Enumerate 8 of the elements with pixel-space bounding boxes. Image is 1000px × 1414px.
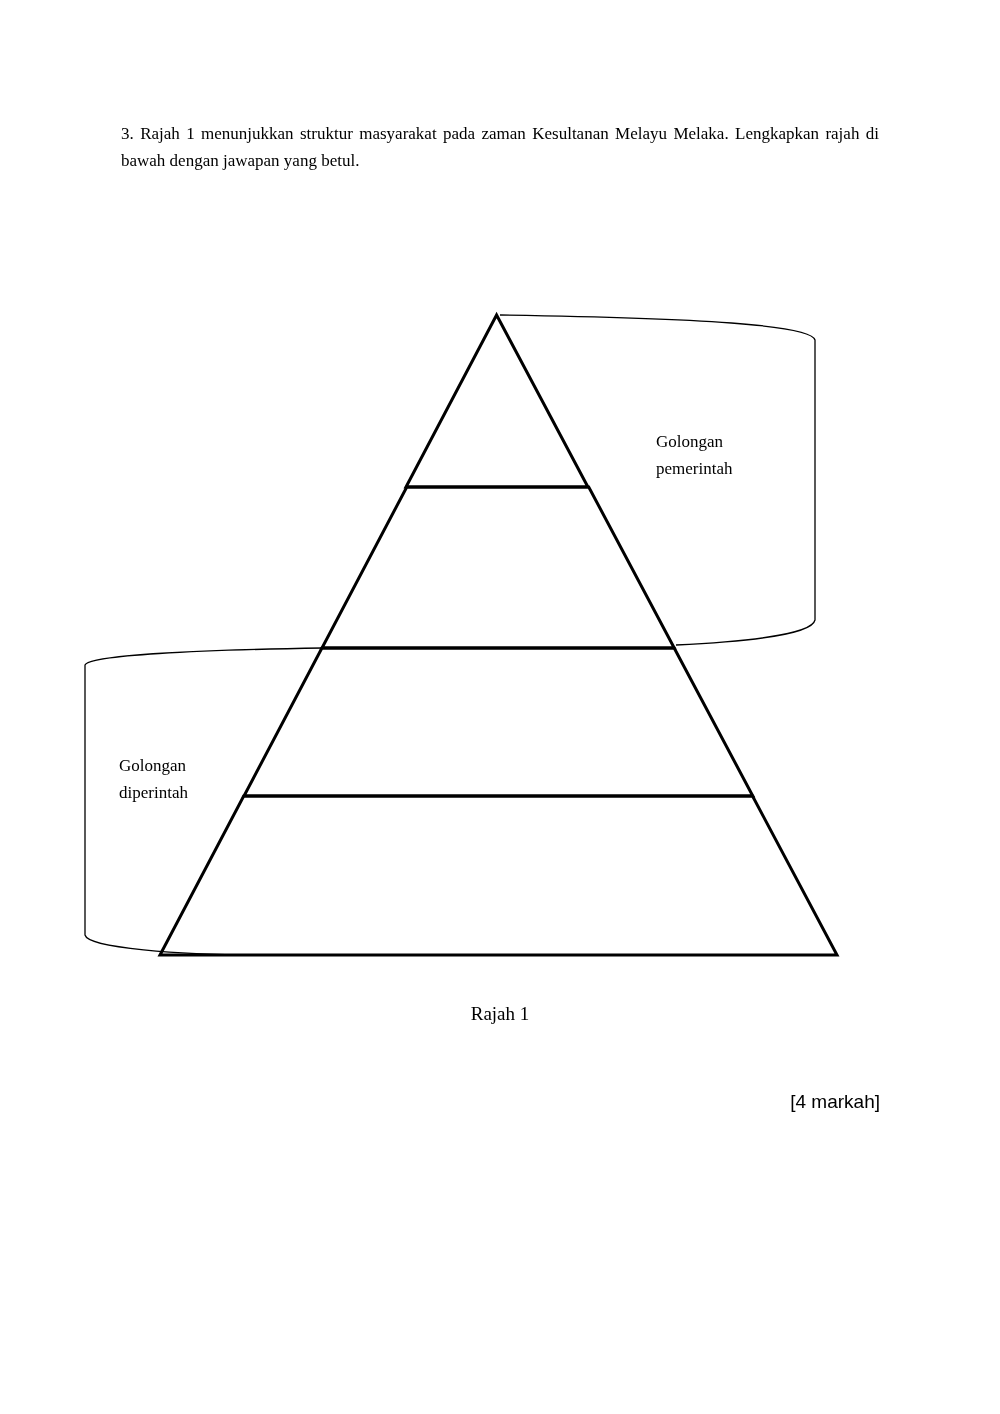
figure-caption: Rajah 1 bbox=[469, 1002, 531, 1026]
pyramid-level bbox=[241, 646, 755, 798]
bracket-label: Golongan diperintah bbox=[119, 755, 189, 804]
marks-text: [4 markah] bbox=[789, 1090, 880, 1114]
bracket-label: Golongan pemerintah bbox=[656, 431, 734, 480]
pyramid-level bbox=[404, 313, 591, 489]
question-text: 3. Rajah 1 menunjukkan struktur masyarakat pada zaman Kesultanan Melayu Melaka. Lengkapkan rajah di bawah dengan jawapan yang betul. bbox=[121, 123, 879, 172]
pyramid-level bbox=[319, 485, 676, 650]
